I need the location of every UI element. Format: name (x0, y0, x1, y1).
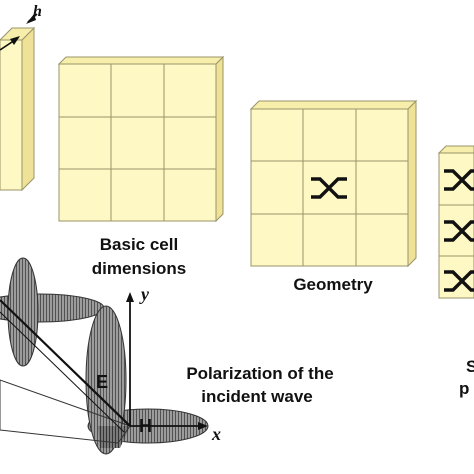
e-field-ellipse-right (85, 305, 130, 455)
basic-cell-label-line2: dimensions (92, 259, 186, 278)
thickness-panel (0, 26, 36, 192)
cut-label-s: S (466, 357, 474, 376)
y-axis-label: y (139, 284, 150, 304)
y-axis (126, 292, 134, 426)
polarization-label-line1: Polarization of the (186, 364, 333, 383)
polarization-label-line2: incident wave (201, 387, 312, 406)
e-field-ellipse-left (7, 257, 39, 367)
cut-label-p: p (459, 379, 469, 398)
basic-cell-panel (57, 55, 225, 223)
basic-cell-label-line1: Basic cell (100, 235, 178, 254)
x-axis-label: x (211, 424, 221, 444)
geometry-label: Geometry (293, 275, 373, 294)
e-field-label: E (96, 372, 108, 392)
propagation-line (0, 299, 131, 433)
h-field-label: H (139, 416, 152, 436)
arrow-icon (0, 13, 38, 51)
x-axis (130, 422, 208, 430)
propagation-plane (0, 379, 131, 444)
thickness-label: h (33, 3, 42, 20)
